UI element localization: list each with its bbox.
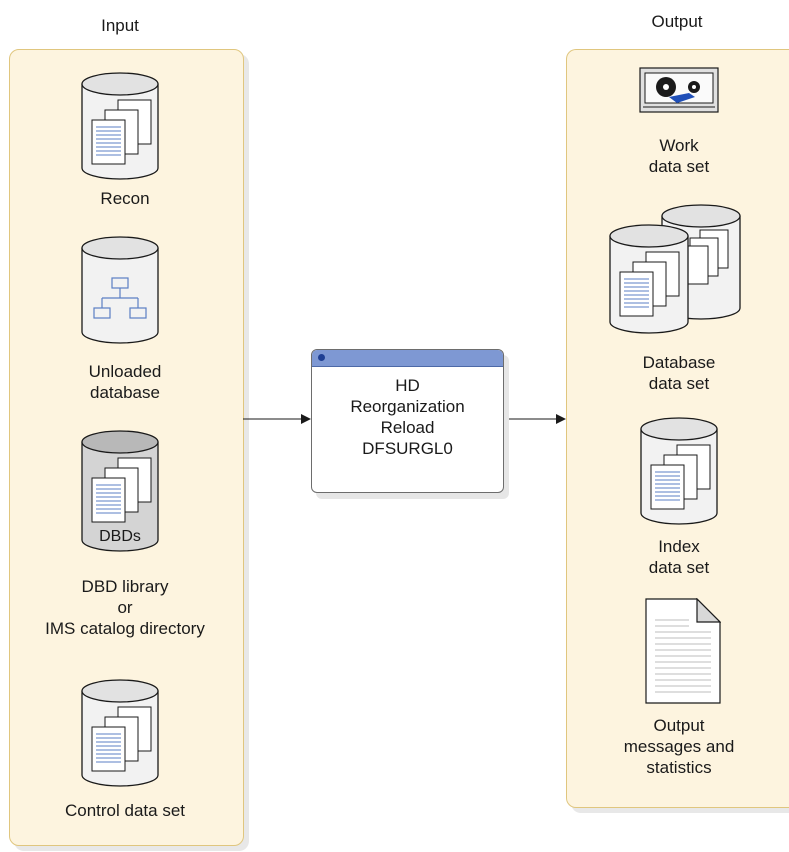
- dbd-library-icon: [81, 430, 159, 552]
- output-messages-label: Output messages and statistics: [623, 716, 735, 777]
- control-data-set-icon: [81, 679, 159, 787]
- database-data-set-label: Database data set: [642, 353, 716, 393]
- recon-label: Recon: [100, 189, 150, 208]
- database-data-set-icon: [609, 204, 741, 334]
- process-label: HD Reorganization Reload DFSURGL0: [350, 376, 465, 458]
- process-title-bar: [312, 350, 503, 367]
- unloaded-database-icon: [81, 236, 159, 344]
- input-header: Input: [101, 16, 139, 35]
- index-data-set-icon: [640, 417, 718, 525]
- output-header: Output: [651, 12, 703, 31]
- window-dot-icon: [318, 354, 325, 361]
- recon-icon: [81, 72, 159, 180]
- dbd-inner-label: DBDs: [99, 528, 141, 545]
- document-page-icon: [645, 598, 721, 704]
- unloaded-database-label: Unloaded database: [88, 362, 162, 402]
- control-data-set-label: Control data set: [64, 801, 185, 820]
- dbd-library-label: DBD library or IMS catalog directory: [45, 577, 205, 638]
- tape-icon: [639, 67, 719, 113]
- index-data-set-label: Index data set: [648, 537, 710, 577]
- reload-utility-box: HD Reorganization Reload DFSURGL0: [311, 349, 504, 493]
- work-data-set-label: Work data set: [648, 136, 710, 176]
